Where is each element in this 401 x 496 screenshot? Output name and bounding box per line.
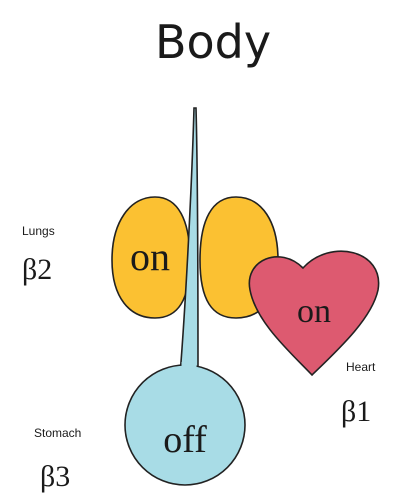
tube-stomach-join [182,362,197,370]
heart-name-label: Heart [346,360,376,374]
heart-state-label: on [297,293,331,330]
lungs-name-label: Lungs [22,224,55,238]
lungs-receptor-label: β2 [22,253,52,286]
stomach-state-label: off [163,419,207,461]
diagram-title: Body [155,15,271,69]
stomach-name-label: Stomach [34,426,81,440]
stomach-receptor-label: β3 [40,460,70,493]
heart-receptor-label: β1 [341,395,371,428]
lungs-state-label: on [130,234,170,279]
